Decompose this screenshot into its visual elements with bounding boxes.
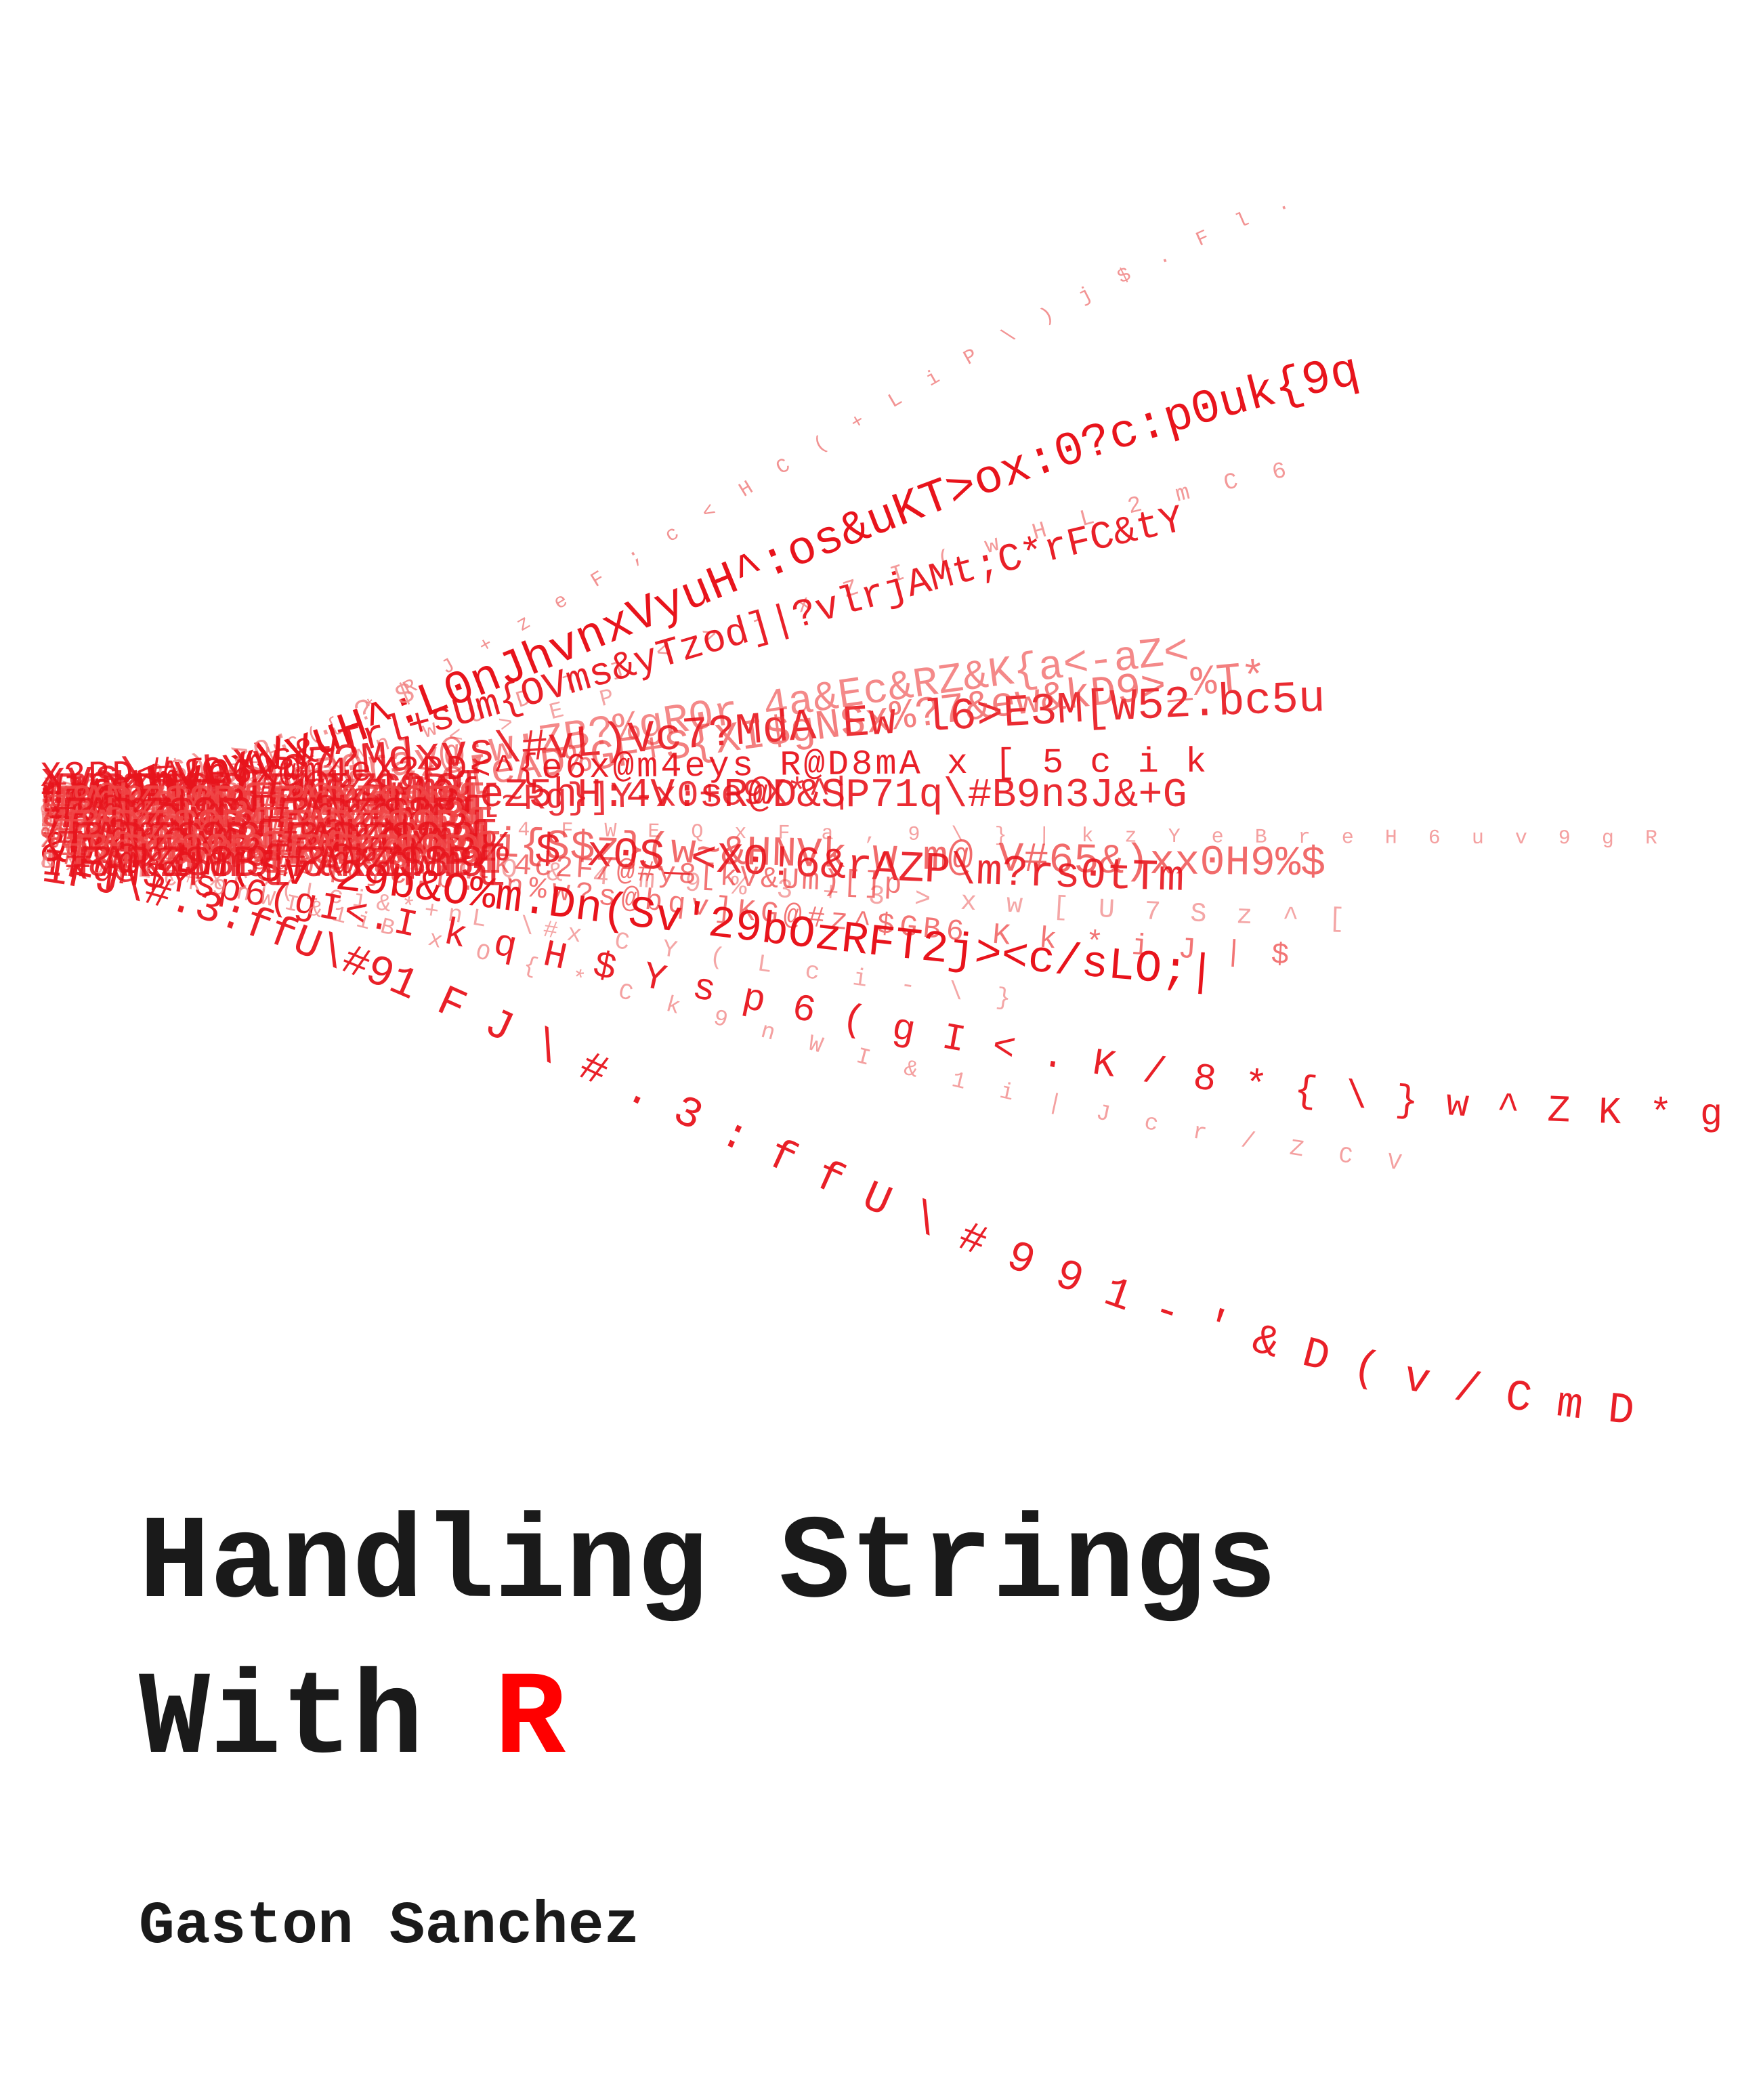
author-name: Gaston Sanchez [139, 1893, 640, 1960]
title-line-2: With R [139, 1653, 566, 1788]
string-knot: #F&A@Rk%Zq$W8mB9{[#F&A@Rk%Zq$W8mB9{[ [41, 765, 479, 816]
string-knot: #F&A@Rk%Zq$W8mB9{[#F&A@Rk%Zq$W8mB9{[ [57, 814, 495, 865]
string-knot: #F&A@Rk%Zq$W8mB9{[#F&A@Rk%Zq$W8mB9{[ [49, 790, 487, 841]
string-knot: #F&A@Rk%Zq$W8mB9{[#F&A@Rk%Zq$W8mB9{[ [61, 826, 499, 877]
string-knot: #F&A@Rk%Zq$W8mB9{[#F&A@Rk%Zq$W8mB9{[ [45, 778, 483, 828]
string-art-illustration: {*RJ+zeF;c<HC({ * R J + z e F ; c < H C … [0, 0, 1722, 1437]
title-r-letter: R [494, 1653, 566, 1788]
title-line-1: Handling Strings [139, 1497, 1277, 1632]
string-strand: +]Q{eZ5hH:4V:s+]Q{eZ5hH:4V:sR@D&SP71q\#B… [41, 773, 1187, 819]
string-knot: #F&A@Rk%Zq$W8mB9{[#F&A@Rk%Zq$W8mB9{[ [53, 802, 491, 853]
title-with: With [139, 1653, 495, 1788]
string-knot: #F&A@Rk%Zq$W8mB9{[#F&A@Rk%Zq$W8mB9{[ [65, 839, 503, 889]
